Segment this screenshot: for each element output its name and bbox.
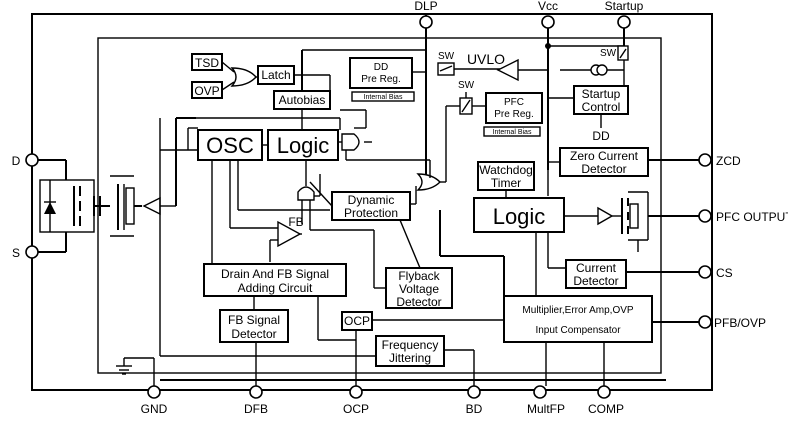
dd-startup-label: DD <box>592 129 610 143</box>
pin-label-multfp: MultFP <box>527 402 565 416</box>
osc-label: OSC <box>206 133 254 158</box>
flyback-line2: Voltage <box>399 282 439 296</box>
pfc-pre-reg-block <box>485 92 543 124</box>
osc-block <box>197 129 263 161</box>
logic-pfc-block <box>473 197 565 233</box>
flyback-line1: Flyback <box>398 269 440 283</box>
ocp-block-label: OCP <box>344 314 370 328</box>
fb-label: FB <box>288 215 303 229</box>
multiplier-line2: Input Compensator <box>535 325 621 336</box>
pfc-gate-buffer <box>597 206 614 226</box>
sw3-label: SW <box>600 48 617 59</box>
pin-label-vcc: Vcc <box>538 0 558 13</box>
power-mosfet-dd <box>38 159 110 253</box>
pin-label-zcd: ZCD <box>716 154 741 168</box>
or-gate-latch <box>230 67 257 87</box>
fb-signal-detector-line2: Detector <box>231 327 276 341</box>
pin-bd[interactable]: BD <box>466 385 483 416</box>
current-detector-line2: Detector <box>573 274 618 288</box>
pin-ocp[interactable]: OCP <box>343 385 369 416</box>
logic-dd-label: Logic <box>277 133 330 158</box>
multiplier-line1: Multiplier,Error Amp,OVP <box>522 305 633 316</box>
pin-label-pfc-output: PFC OUTPUT <box>716 210 788 224</box>
pin-label-ocp: OCP <box>343 402 369 416</box>
drain-fb-adding-block <box>203 263 347 297</box>
dd-internal-bias-label: Internal Bias <box>364 94 403 101</box>
pin-s[interactable]: S <box>12 245 39 260</box>
zero-current-detector-line2: Detector <box>581 162 626 176</box>
zero-current-detector-block <box>559 147 649 177</box>
pin-dlp[interactable]: DLP <box>414 0 438 29</box>
ocp-block <box>341 311 373 331</box>
pin-cs[interactable]: CS <box>698 265 733 280</box>
pin-d[interactable]: D <box>12 153 39 168</box>
pin-label-dfb: DFB <box>244 402 268 416</box>
pin-pfc-output[interactable]: PFC OUTPUT <box>698 209 788 224</box>
current-detector-block <box>565 259 627 289</box>
pin-label-s: S <box>12 246 20 260</box>
or-gate-dynamic <box>416 173 441 191</box>
package-outline <box>31 13 713 391</box>
pfc-mosfet <box>621 191 649 241</box>
frequency-jittering-line2: Jittering <box>389 351 431 365</box>
gate-driver-buffer <box>142 196 161 216</box>
pin-label-gnd: GND <box>141 402 168 416</box>
dd-pre-reg-line1: DD <box>374 62 388 73</box>
pin-comp[interactable]: COMP <box>588 385 624 416</box>
drain-fb-adding-line1: Drain And FB Signal <box>221 267 329 281</box>
frequency-jittering-line1: Frequency <box>382 338 439 352</box>
pfc-pre-reg-line1: PFC <box>504 97 524 108</box>
zero-current-detector-line1: Zero Current <box>570 149 639 163</box>
watchdog-timer-line1: Watchdog <box>479 163 533 177</box>
latch-label: Latch <box>261 68 290 82</box>
and-gate-fb <box>297 186 315 201</box>
and-gate-logic <box>341 133 360 151</box>
pfc-internal-bias <box>483 126 541 137</box>
dynamic-protection-line2: Protection <box>344 206 398 220</box>
sense-mosfet <box>110 175 142 237</box>
pfc-internal-bias-label: Internal Bias <box>493 129 532 136</box>
flyback-voltage-detector-block <box>385 267 453 309</box>
dd-pre-reg-line2: Pre Reg. <box>361 74 400 85</box>
dd-pre-reg-block <box>349 57 413 89</box>
multiplier-block <box>503 295 653 343</box>
dd-internal-bias <box>351 91 415 102</box>
pin-multfp[interactable]: MultFP <box>527 385 565 416</box>
pin-dfb[interactable]: DFB <box>244 385 268 416</box>
current-detector-line1: Current <box>576 261 617 275</box>
pin-label-dlp: DLP <box>414 0 437 13</box>
uvlo-label: UVLO <box>467 51 505 67</box>
ground-symbol <box>116 357 154 375</box>
pin-label-bd: BD <box>466 402 483 416</box>
fb-signal-detector-line1: FB Signal <box>228 313 280 327</box>
startup-control-block <box>573 85 629 115</box>
startup-control-line1: Startup <box>582 87 621 101</box>
logic-pfc-label: Logic <box>493 204 546 229</box>
ovp-label: OVP <box>194 84 219 98</box>
pin-zcd[interactable]: ZCD <box>698 153 741 168</box>
pfc-pre-reg-line2: Pre Reg. <box>494 109 533 120</box>
pin-label-pfb-ovp: PFB/OVP <box>714 316 766 330</box>
autobias-label: Autobias <box>279 93 326 107</box>
pin-label-cs: CS <box>716 266 733 280</box>
watchdog-timer-line2: Timer <box>491 176 521 190</box>
dynamic-protection-line1: Dynamic <box>348 193 395 207</box>
frequency-jittering-block <box>375 335 445 367</box>
drain-fb-adding-line2: Adding Circuit <box>238 281 313 295</box>
pin-label-comp: COMP <box>588 402 624 416</box>
pin-label-d: D <box>12 154 21 168</box>
pin-gnd[interactable]: GND <box>141 385 168 416</box>
sw2-label: SW <box>458 80 475 91</box>
pin-label-startup: Startup <box>605 0 644 13</box>
startup-control-line2: Control <box>582 100 621 114</box>
pin-startup[interactable]: Startup <box>605 0 644 29</box>
fb-comparator <box>277 220 302 248</box>
flyback-line3: Detector <box>396 295 441 309</box>
tsd-label: TSD <box>195 56 219 70</box>
pin-pfb-ovp[interactable]: PFB/OVP <box>698 315 766 330</box>
startup-current-source <box>590 64 608 76</box>
sw1-label: SW <box>438 51 455 62</box>
